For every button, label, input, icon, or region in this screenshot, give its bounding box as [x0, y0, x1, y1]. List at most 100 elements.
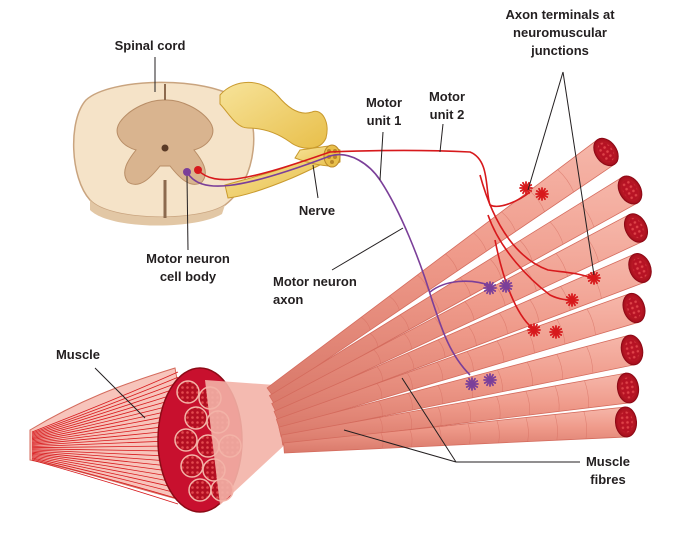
fibre-segment: [379, 417, 383, 433]
leader-muscle: [94, 367, 146, 419]
muscle-striation: [31, 398, 179, 438]
leader-nerve: [312, 164, 319, 199]
muscle-striation: [31, 459, 179, 505]
fibre-segment: [466, 351, 474, 372]
leader-axon: [331, 227, 404, 271]
fibre-segment: [496, 340, 505, 363]
fibre-segment: [408, 412, 413, 430]
label-axon-line2: axon: [273, 292, 303, 307]
muscle-striation: [31, 456, 179, 489]
motor-unit-2-branch-c: [494, 239, 536, 331]
labels: Spinal cord Axon terminals at neuromuscu…: [56, 7, 630, 487]
fibre-segment: [409, 429, 413, 448]
fibre-segment: [437, 339, 446, 358]
fibre-segment: [586, 308, 596, 336]
junction-star: [519, 181, 533, 195]
fibre-segment: [464, 301, 475, 321]
junction-star: [499, 279, 513, 293]
muscle-striation: [31, 382, 179, 435]
fibre-end-myofibrils: [619, 411, 633, 433]
muscle-striation: [31, 458, 179, 500]
whole-muscle: [29, 367, 290, 513]
label-fibres-line2: fibres: [590, 472, 625, 487]
fibre-segment: [467, 401, 472, 423]
fibre-segment: [373, 349, 381, 364]
muscle-fibre: [283, 406, 638, 454]
label-motor-unit-2-line1: Motor: [429, 89, 465, 104]
muscle-striation: [31, 457, 179, 494]
fibre-segment: [586, 346, 594, 374]
fibre-segment: [525, 390, 530, 416]
fibre-segment: [583, 411, 587, 439]
dorsal-root: [219, 81, 328, 149]
fibre-segment: [557, 169, 574, 193]
junction-star: [483, 373, 497, 387]
leader-motor-unit-2: [439, 123, 444, 153]
fascicle: [184, 406, 208, 430]
muscle-striation: [31, 454, 179, 478]
junction-star: [465, 377, 479, 391]
fibre-segment: [549, 221, 564, 245]
muscle-striation: [31, 371, 179, 433]
junction-star: [587, 271, 601, 285]
nerve-roots: [219, 81, 341, 199]
leader-fibres-1: [401, 377, 457, 463]
fibre-segment: [467, 423, 471, 445]
leader-junctions-2: [562, 71, 595, 276]
junction-star: [483, 281, 497, 295]
fibre-segment: [519, 240, 533, 262]
motor-unit-1-neuron: [183, 153, 493, 376]
fibre-segment: [501, 211, 516, 232]
fibre-segment: [369, 333, 379, 347]
fibre-segment: [494, 285, 506, 306]
fibre-segment: [529, 299, 540, 323]
fibre-segment: [468, 326, 477, 346]
fibre-segment: [407, 353, 415, 370]
muscle-fibre: [280, 372, 640, 446]
fascicle: [174, 428, 198, 452]
fibre-end-myofibrils: [626, 297, 642, 319]
fibre-segment: [438, 426, 442, 446]
fibre-segment: [403, 333, 413, 350]
label-axon-terminals-line2: neuromuscular: [513, 25, 607, 40]
grey-matter: [116, 99, 214, 185]
label-spinal-cord: Spinal cord: [115, 38, 186, 53]
motor-unit-1-branch: [429, 280, 493, 293]
label-fibres-line1: Muscle: [586, 454, 630, 469]
fibre-segment: [579, 203, 595, 228]
leader-motor-unit-1: [379, 131, 384, 181]
fibre-segment: [437, 385, 443, 405]
motor-unit-2-axon: [197, 149, 531, 208]
fibre-segment: [408, 393, 413, 411]
label-axon-terminals-line1: Axon terminals at: [505, 7, 615, 22]
fibre-segment: [445, 253, 458, 271]
label-axon-terminals-line3: junctions: [530, 43, 589, 58]
muscle-fibre: [268, 175, 643, 405]
fibre-segment: [436, 361, 444, 381]
spinal-cord-depth: [90, 200, 225, 226]
central-canal: [161, 144, 169, 152]
fibre-segment: [526, 361, 534, 386]
label-cell-body-line1: Motor neuron: [146, 251, 230, 266]
leader-lines: [94, 57, 595, 463]
fibre-segment: [361, 316, 371, 331]
label-muscle: Muscle: [56, 347, 100, 362]
fibre-segment: [437, 406, 442, 426]
fibre-end-myofibrils: [625, 339, 639, 361]
fibre-segment: [555, 253, 568, 277]
fibre-segment: [496, 420, 500, 444]
label-motor-unit-2-line2: unit 2: [430, 107, 465, 122]
muscle-sheath: [205, 380, 290, 505]
leader-cell-body: [186, 175, 189, 251]
fibre-segment: [529, 190, 545, 212]
label-motor-unit-1-line1: Motor: [366, 95, 402, 110]
spinal-cord: [72, 81, 255, 226]
label-motor-unit-1-line2: unit 1: [367, 113, 402, 128]
fascicle: [176, 380, 200, 404]
fascicle: [188, 478, 212, 502]
fibre-segment: [526, 329, 535, 354]
junction-star: [527, 323, 541, 337]
fibre-segment: [389, 295, 400, 311]
fibre-segment: [473, 232, 487, 252]
